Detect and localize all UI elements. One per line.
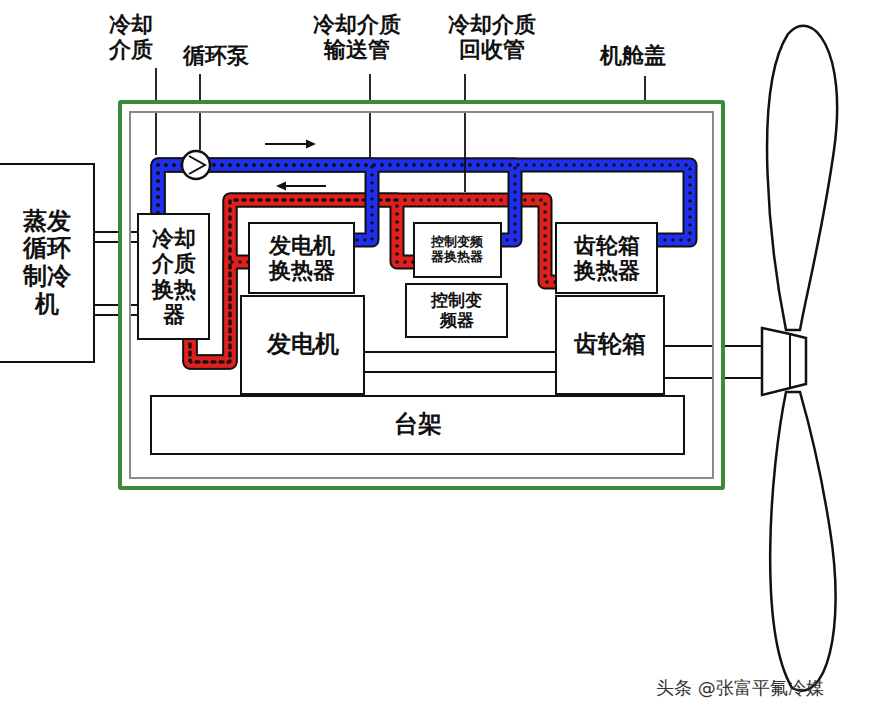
leader-line	[464, 74, 466, 192]
main-shaft-line	[665, 345, 764, 347]
shaft-connector	[95, 305, 137, 315]
overlay	[156, 68, 645, 192]
rotor	[665, 26, 837, 691]
node-label: 齿轮箱	[574, 331, 646, 359]
main-shaft-line	[665, 377, 764, 379]
leader-line	[155, 68, 157, 155]
node-label: 齿轮箱换热器	[570, 233, 643, 284]
node-label: 台架	[394, 411, 442, 439]
watermark: 头条 @张富平氟冷媒	[656, 678, 824, 699]
base-frame: 台架	[150, 395, 685, 455]
heat-exchanger-box: 发电机换热器	[248, 222, 355, 294]
shaft-connector	[95, 232, 137, 242]
leader-line	[644, 76, 646, 100]
refrigerator-box: 蒸发循环制冷机	[0, 163, 95, 363]
node-label: 冷却介质换热器	[148, 226, 199, 327]
circulation-pump	[182, 151, 210, 179]
rotor-blade	[770, 392, 835, 691]
pump-symbol	[189, 156, 205, 174]
callout-label: 冷却介质输送管	[310, 12, 405, 63]
leader-line	[369, 74, 371, 157]
flow-arrow	[265, 143, 308, 145]
return-pipe	[190, 200, 413, 362]
rotor-hub	[762, 328, 806, 395]
pipe-texture	[190, 200, 413, 362]
shaft-connector	[365, 352, 555, 372]
gearbox-box: 齿轮箱	[555, 295, 665, 395]
leader-line	[199, 74, 201, 150]
node-label: 控制变频器换热器	[430, 235, 486, 265]
rotor-hub	[789, 334, 791, 388]
heat-exchanger-box: 齿轮箱换热器	[555, 222, 658, 294]
heat-exchanger-box: 控制变频器换热器	[413, 222, 502, 278]
nacelle-cover: 机舱盖冷却介质换热器发电机换热器控制变频器换热器控制变频器齿轮箱换热器发电机齿轮…	[118, 100, 725, 490]
callout-label: 冷却介质	[106, 12, 157, 63]
callout-label: 冷却介质回收管	[445, 12, 540, 63]
heat-exchanger-box: 冷却介质换热器	[137, 213, 210, 340]
flow-arrow	[284, 185, 326, 187]
nacelle-label: 机舱盖	[600, 43, 666, 68]
flow-arrow	[276, 182, 286, 191]
callout-label: 循环泵	[183, 43, 249, 68]
generator-box: 发电机	[240, 295, 365, 395]
node-label: 发电机	[267, 331, 339, 359]
node-label: 蒸发循环制冷机	[19, 208, 74, 318]
node-label: 控制变频器	[428, 291, 484, 330]
flow-arrow	[306, 140, 316, 149]
node-label: 发电机换热器	[265, 233, 338, 284]
rotor-blade	[767, 26, 837, 330]
converter-box: 控制变频器	[405, 283, 508, 338]
connectors	[95, 165, 690, 372]
